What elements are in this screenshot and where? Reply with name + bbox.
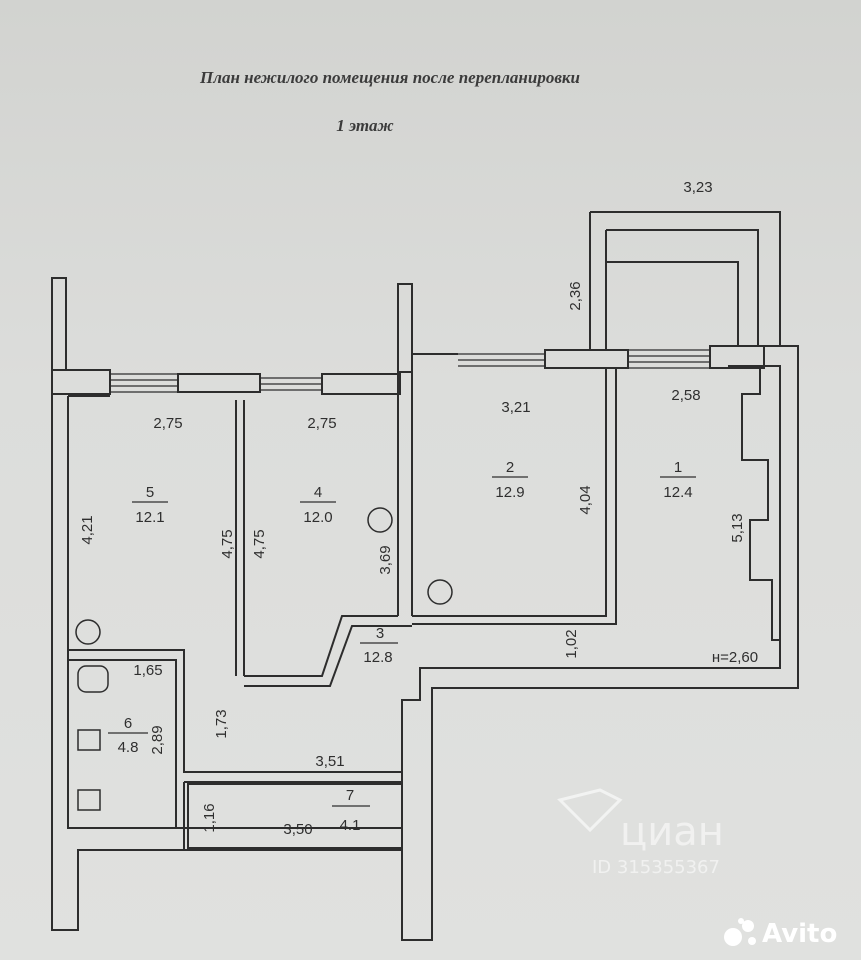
dim-1-02: 1,02 — [563, 629, 580, 658]
wall-stub-center — [397, 283, 413, 373]
dim-3-21: 3,21 — [501, 399, 530, 416]
avito-logo-icon — [724, 918, 756, 946]
dim-2-58: 2,58 — [671, 387, 700, 404]
partition-4-2 — [397, 372, 413, 616]
room-2-area: 12.9 — [495, 484, 524, 501]
dim-3-50: 3,50 — [283, 821, 312, 838]
dim-3-23: 3,23 — [683, 179, 712, 196]
sink-icon-1 — [77, 729, 101, 751]
room-7-walls — [187, 783, 403, 849]
dim-1-73: 1,73 — [213, 709, 230, 738]
window-4 — [260, 377, 322, 391]
wall-stub-left — [51, 277, 67, 371]
toilet-icon — [77, 665, 109, 693]
bathroom-walls — [68, 649, 402, 850]
window-1 — [628, 349, 710, 369]
room-7-area: 4.1 — [340, 817, 361, 834]
riser-icon-4 — [367, 507, 393, 533]
room-6-number: 6 — [124, 715, 132, 732]
room-5-area: 12.1 — [135, 509, 164, 526]
plan-title: План нежилого помещения после перепланир… — [200, 68, 580, 87]
dim-5-13: 5,13 — [729, 513, 746, 542]
dim-2-75-a: 2,75 — [153, 415, 182, 432]
room-7-number: 7 — [346, 787, 354, 804]
sink-icon-2 — [77, 789, 101, 811]
dim-2-89: 2,89 — [149, 725, 166, 754]
inner-wall-contour — [67, 365, 781, 829]
dim-4-75-b: 4,75 — [251, 529, 268, 558]
cian-logo-icon — [557, 788, 623, 833]
riser-icon-5 — [75, 619, 101, 645]
riser-icon-2 — [427, 579, 453, 605]
dim-1-16: 1,16 — [201, 803, 218, 832]
room-6-area: 4.8 — [118, 739, 139, 756]
window-5 — [110, 373, 178, 393]
dim-2-36: 2,36 — [567, 281, 584, 310]
dim-2-75-b: 2,75 — [307, 415, 336, 432]
room-2-walls — [412, 368, 617, 625]
dim-4-75-a: 4,75 — [219, 529, 236, 558]
room-4-number: 4 — [314, 484, 322, 501]
loggia — [589, 211, 781, 350]
dim-4-21: 4,21 — [79, 515, 96, 544]
partition-5-4 — [235, 400, 245, 676]
room-5-number: 5 — [146, 484, 154, 501]
dim-3-69: 3,69 — [377, 545, 394, 574]
dim-3-51: 3,51 — [315, 753, 344, 770]
watermark-id: ID 315355367 — [592, 857, 720, 878]
corridor-wall — [244, 615, 412, 687]
room-4-area: 12.0 — [303, 509, 332, 526]
watermark-cian: циан — [620, 809, 724, 855]
watermark-avito: Avito — [762, 919, 837, 949]
floor-label: 1 этаж — [336, 116, 394, 135]
window-2 — [458, 353, 545, 367]
room-3-area: 12.8 — [363, 649, 392, 666]
room-1-number: 1 — [674, 459, 682, 476]
ceiling-height: н=2,60 — [712, 649, 758, 666]
wall-block-top-mid — [321, 373, 401, 395]
room-2-number: 2 — [506, 459, 514, 476]
wall-block-top-left — [51, 369, 111, 395]
right-wall-niches — [741, 365, 780, 641]
dim-4-04: 4,04 — [577, 485, 594, 514]
room-3-number: 3 — [376, 625, 384, 642]
wall-block-top-right — [709, 345, 765, 369]
room-1-area: 12.4 — [663, 484, 692, 501]
dim-1-65: 1,65 — [133, 662, 162, 679]
